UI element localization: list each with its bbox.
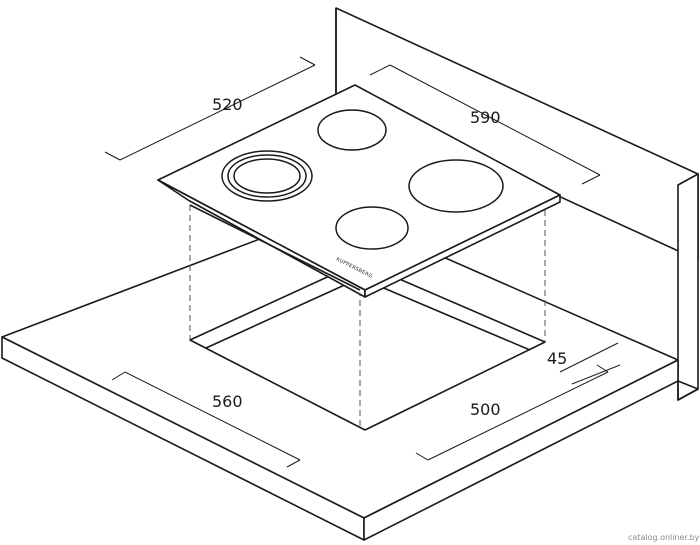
burner-front [335, 206, 409, 250]
projection-lines [189, 205, 546, 430]
watermark: catalog.onliner.by [628, 533, 700, 542]
burner-left-dual [221, 150, 313, 202]
cooking-zones [221, 109, 504, 250]
dimension-lines [104, 56, 621, 468]
dimension-45: 45 [547, 349, 567, 368]
hob-panel: KUPPERSBERG [157, 84, 561, 298]
burner-right [408, 159, 504, 213]
dimension-560: 560 [212, 392, 243, 411]
burner-back [317, 109, 387, 151]
back-wall [335, 7, 699, 401]
dimension-labels: 520 590 560 500 45 [212, 95, 567, 419]
dimension-520: 520 [212, 95, 243, 114]
dimension-500: 500 [470, 400, 501, 419]
dimension-590: 590 [470, 108, 501, 127]
